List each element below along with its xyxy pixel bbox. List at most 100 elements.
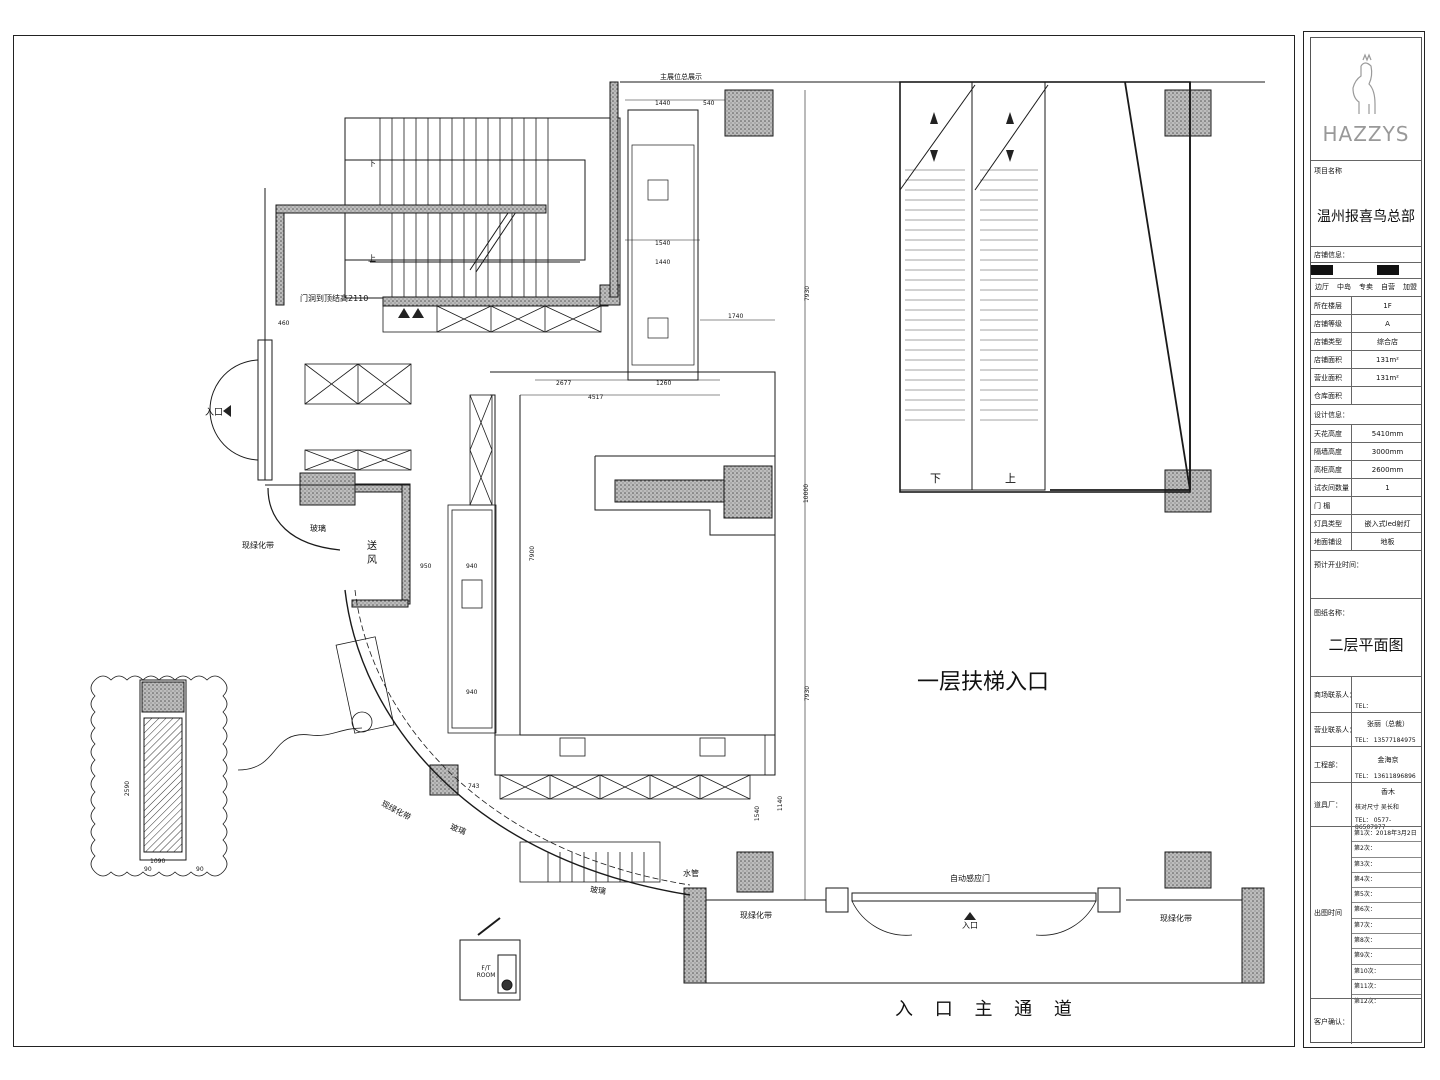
dimension-label: 940 — [466, 689, 478, 696]
detail-callout — [90, 675, 373, 877]
project-name: 温州报喜鸟总部 — [1317, 209, 1415, 225]
store-type-marker — [1311, 265, 1333, 275]
store-type-option: 中岛 — [1337, 283, 1351, 291]
engineering-tel: TEL： 13611896896 — [1355, 773, 1416, 780]
drawing-name: 二层平面图 — [1328, 636, 1404, 654]
entrance-left-label: 入口 — [205, 408, 224, 418]
plan-frame — [13, 35, 1295, 1047]
biz-contact: 张丽（总裁） — [1367, 720, 1409, 728]
dimension-label: 1440 — [655, 100, 671, 107]
title-block-frame — [1303, 31, 1425, 1048]
design-row: 隔墙高度 3000mm — [1311, 442, 1421, 460]
store-type-option: 自营 — [1381, 283, 1395, 291]
design-value: 地板 — [1380, 537, 1395, 546]
design-label: 高柜高度 — [1314, 465, 1342, 474]
info-row: 店铺类型 综合店 — [1311, 332, 1421, 350]
engineering-row: 工程部： 金海京 TEL： 13611896896 — [1311, 746, 1421, 782]
design-label: 隔墙高度 — [1314, 447, 1342, 456]
dimension-lines — [520, 90, 806, 900]
wall-rack-top — [382, 305, 602, 333]
info-value: 综合店 — [1377, 337, 1398, 346]
top-note-label: 主展位总展示 — [660, 73, 702, 81]
design-row: 高柜高度 2600mm — [1311, 460, 1421, 478]
factory-check: 核对尺寸 吴长和 — [1355, 804, 1399, 811]
factory-label: 道具厂： — [1314, 800, 1342, 809]
floor-plan — [90, 81, 1265, 1001]
design-value: 嵌入式led射灯 — [1364, 519, 1411, 528]
info-value: 131m² — [1376, 373, 1399, 382]
dimension-label: 7930 — [804, 285, 812, 302]
water-pipe-label: 水管 — [683, 869, 699, 878]
factory-tel: TEL： 0577-86507977 — [1355, 817, 1392, 831]
mall-contact-label: 商场联系人： — [1314, 690, 1356, 699]
escalator-entrance-label: 一层扶梯入口 — [917, 670, 1050, 695]
mall-contact-row: 商场联系人： TEL： — [1311, 676, 1421, 712]
mid-peninsula — [594, 455, 776, 536]
dimension-label: 1740 — [728, 313, 744, 320]
info-label: 所在楼层 — [1314, 301, 1342, 310]
store-type-option: 专卖 — [1359, 283, 1373, 291]
issue-list: 第1次：2018年3月2日 第2次： 第3次： 第4次： 第5次： 第6次： 第… — [1352, 827, 1421, 1010]
bottom-entrance — [706, 887, 1264, 984]
engineering-contact: 金海京 — [1377, 756, 1399, 764]
hazzys-logo-icon — [1352, 53, 1376, 114]
store-info-row: 店铺信息： — [1311, 246, 1421, 262]
biz-contact-row: 营业联系人： 张丽（总裁） TEL： 13577184975 — [1311, 712, 1421, 746]
design-row: 天花高度 5410mm — [1311, 424, 1421, 442]
factory-name: 香木 — [1381, 788, 1395, 796]
engineering-label: 工程部： — [1314, 760, 1342, 769]
dimension-label: 1540 — [655, 240, 671, 247]
store-type-option: 边厅 — [1315, 283, 1329, 291]
design-label: 灯具类型 — [1314, 519, 1342, 528]
green-belt-label: 现绿化带 — [740, 911, 772, 920]
design-row: 地面铺设 地板 — [1311, 532, 1421, 550]
info-label: 店铺类型 — [1314, 337, 1342, 346]
issue-label: 出图时间 — [1314, 908, 1342, 917]
auto-door-label: 自动感应门 — [950, 874, 990, 883]
dimension-label: 1140 — [777, 795, 785, 812]
issue-item: 第9次： — [1352, 949, 1421, 965]
info-value: 1F — [1383, 301, 1392, 310]
issue-item: 第8次： — [1352, 934, 1421, 950]
drawing-row: 图纸名称： — [1311, 598, 1421, 676]
design-label: 天花高度 — [1314, 429, 1342, 438]
client-label: 客户确认： — [1314, 1017, 1349, 1026]
glass-label: 玻璃 — [589, 884, 607, 897]
vertical-rack-mid — [447, 394, 497, 734]
dimension-label: 1440 — [655, 259, 671, 266]
issue-item: 第6次： — [1352, 903, 1421, 919]
design-value: 5410mm — [1371, 429, 1404, 438]
design-value: 2600mm — [1371, 465, 1404, 474]
curved-facade — [267, 487, 691, 896]
escalator-up-label: 上 — [1005, 472, 1016, 485]
dimension-label: 7900 — [529, 545, 537, 562]
lower-staircase — [519, 841, 661, 883]
project-label-row: 项目名称 — [1311, 160, 1421, 180]
title-block: HAZZYS 项目名称 温州报喜鸟总部 店铺信息： 边厅 中岛 专卖 自营 加盟… — [1310, 37, 1422, 1044]
left-entrance — [209, 188, 410, 486]
design-label: 试衣间数量 — [1314, 483, 1349, 492]
issue-item: 第10次： — [1352, 965, 1421, 980]
issue-item: 第7次： — [1352, 919, 1421, 935]
info-value: A — [1385, 319, 1390, 328]
escalators — [899, 81, 1191, 493]
green-belt-label: 现绿化带 — [242, 541, 274, 550]
project-label: 项目名称 — [1314, 166, 1342, 175]
store-type-row — [1311, 262, 1421, 278]
design-value: 3000mm — [1371, 447, 1404, 456]
store-info-label: 店铺信息： — [1314, 250, 1349, 259]
dimension-label: 2590 — [124, 780, 132, 797]
air-duct-label: 送风 — [367, 541, 377, 566]
design-label: 地面铺设 — [1314, 537, 1342, 546]
design-info-label: 设计信息： — [1314, 410, 1349, 419]
dimension-label: 460 — [278, 320, 290, 327]
glass-label: 玻璃 — [310, 524, 326, 533]
stair-down-label: 下 — [368, 159, 376, 168]
issue-item: 第5次： — [1352, 888, 1421, 904]
info-row: 仓库面积 — [1311, 386, 1421, 404]
main-corridor-label: 入 口 主 通 道 — [895, 999, 1080, 1020]
entrance-bottom-label: 入口 — [962, 921, 978, 930]
